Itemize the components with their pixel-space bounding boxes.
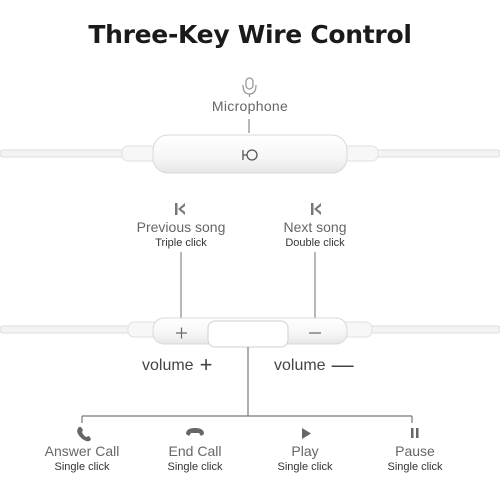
microphone-remote	[152, 134, 348, 174]
hang-up-icon	[186, 428, 204, 436]
previous-track-icon	[175, 203, 185, 215]
function-action: Single click	[277, 461, 333, 473]
volume-up-symbol: +	[199, 352, 213, 377]
volume-down-symbol: —	[331, 352, 354, 377]
next-track-icon	[311, 203, 321, 215]
pause-icon	[411, 428, 419, 438]
function-label: Answer Call	[44, 443, 120, 459]
microphone-label: Microphone	[211, 98, 289, 114]
plus-symbol-icon	[176, 327, 187, 339]
volume-up-text: volume	[142, 357, 194, 374]
function-tree	[81, 347, 413, 423]
next-song-action: Double click	[285, 237, 345, 249]
function-action: Single click	[387, 461, 443, 473]
control-remote	[152, 317, 348, 348]
mic-symbol-icon	[242, 149, 258, 161]
previous-song-label: Previous song	[136, 219, 226, 235]
function-label: Pause	[395, 443, 435, 459]
volume-up-label: volume +	[142, 352, 212, 378]
volume-down-label: volume —	[274, 352, 354, 378]
play-icon	[302, 428, 311, 439]
function-label: End Call	[168, 443, 222, 459]
function-label: Play	[291, 443, 319, 459]
function-action: Single click	[54, 461, 110, 473]
microphone-icon	[242, 77, 257, 97]
phone-icon	[77, 427, 91, 442]
function-action: Single click	[167, 461, 223, 473]
volume-down-text: volume	[274, 357, 326, 374]
previous-song-action: Triple click	[155, 237, 207, 249]
next-song-label: Next song	[283, 219, 347, 235]
page-title: Three-Key Wire Control	[88, 20, 412, 49]
